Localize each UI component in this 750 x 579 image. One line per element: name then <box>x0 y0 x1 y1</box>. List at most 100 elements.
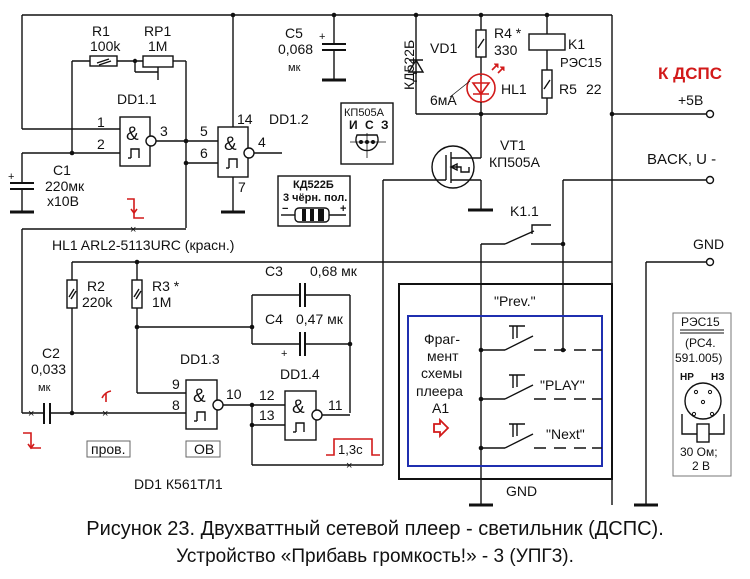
resistor-r1: R1 100k <box>71 23 143 153</box>
gate-dd1-3: DD1.3 & 9 8 10 <box>137 351 285 430</box>
svg-text:13: 13 <box>259 407 275 423</box>
capacitor-c2: × × C2 0,033 мк <box>22 345 186 450</box>
gate-dd1-2: & 5 6 4 14 7 DD1.2 <box>183 15 309 228</box>
capacitor-c1: + C1 220мк x10В <box>8 153 85 214</box>
diode-vd1: КД522Б VD1 <box>401 15 457 114</box>
r4-value: 330 <box>494 42 518 58</box>
switch-prev <box>478 325 602 353</box>
svg-text:И С З: И С З <box>349 118 390 132</box>
pulse-tag: 1,3с <box>326 438 380 457</box>
hl1-ref: HL1 <box>501 81 527 97</box>
connector-to-dsps: К ДСПС +5В BACK, U - GND <box>563 64 724 507</box>
feedback-wire: × <box>21 198 186 413</box>
svg-text:плеера: плеера <box>416 383 463 399</box>
svg-text:4: 4 <box>258 134 266 150</box>
relay-pinout-inset: РЭС15 (РС4. 591.005) НР НЗ 30 Ом; 2 В <box>672 312 732 477</box>
vt1-ref: VT1 <box>500 137 526 153</box>
rp1-ref: RP1 <box>144 23 171 39</box>
c3-value: 0,68 мк <box>310 263 358 279</box>
k1-ref: K1 <box>568 36 585 52</box>
terminal-back[interactable] <box>705 175 715 185</box>
svg-text:5: 5 <box>200 123 208 139</box>
led-hl1: HL1 6мА <box>430 63 527 114</box>
dd14-label: DD1.4 <box>280 366 320 382</box>
dd12-label: DD1.2 <box>269 111 309 127</box>
c4-ref: C4 <box>265 311 283 327</box>
switch-play <box>478 374 602 402</box>
r1-value: 100k <box>90 38 121 54</box>
c5-ref: C5 <box>285 25 303 41</box>
hl1-current: 6мА <box>430 92 457 108</box>
connector-title: К ДСПС <box>658 64 722 83</box>
svg-text:(РС4.: (РС4. <box>685 336 716 350</box>
svg-text:РЭС15: РЭС15 <box>681 315 720 329</box>
svg-text:&: & <box>292 397 305 418</box>
terminal-5v-label: +5В <box>678 92 703 108</box>
arrow-right-icon <box>433 417 450 439</box>
svg-text:НЗ: НЗ <box>711 372 725 383</box>
switch-next <box>478 423 602 451</box>
falling-edge-marker <box>127 198 135 212</box>
r5-ref: R5 <box>559 81 577 97</box>
r2-value: 220k <box>82 294 113 310</box>
gate-dd1-4: DD1.4 & × 12 13 11 <box>249 262 384 472</box>
svg-text:НР: НР <box>680 372 694 383</box>
hl1-part-label: HL1 ARL2-5113URC (красн.) <box>52 237 234 253</box>
relay-k1: K1 РЭС15 <box>528 15 602 70</box>
c2-ref: C2 <box>42 345 60 361</box>
pulse-marker <box>101 390 112 402</box>
terminal-back-label: BACK, U - <box>647 151 716 168</box>
svg-text:3: 3 <box>160 123 168 139</box>
r5-value: 22 <box>586 81 602 97</box>
terminal-5v[interactable] <box>705 109 715 119</box>
svg-text:2 В: 2 В <box>692 459 710 473</box>
svg-text:1: 1 <box>97 114 105 130</box>
r2-ref: R2 <box>87 278 105 294</box>
c1-voltage: x10В <box>47 193 79 209</box>
player-gnd: GND <box>469 483 537 507</box>
svg-text:Фраг-: Фраг- <box>424 331 460 347</box>
svg-text:−: − <box>282 203 288 215</box>
c5-unit: мк <box>288 62 301 74</box>
svg-text:11: 11 <box>328 397 343 413</box>
resistor-r3: R3 * 1M <box>131 262 252 393</box>
svg-text:&: & <box>126 124 139 145</box>
svg-text:GND: GND <box>506 483 537 499</box>
terminal-gnd-label: GND <box>693 236 724 252</box>
terminal-gnd[interactable] <box>705 257 715 267</box>
svg-text:КП505А: КП505А <box>344 107 385 119</box>
r3-ref: R3 * <box>152 278 180 294</box>
capacitor-c3: C3 0,68 мк <box>249 263 358 413</box>
resistor-r5: R5 22 <box>541 69 602 114</box>
transistor-vt1: VT1 КП505А <box>382 114 541 262</box>
k1-contact-ref: K1.1 <box>510 203 539 219</box>
svg-text:3 чёрн. пол.: 3 чёрн. пол. <box>283 192 347 204</box>
probe-tag: пров. <box>86 440 131 458</box>
c4-value: 0,47 мк <box>296 311 344 327</box>
svg-text:7: 7 <box>238 179 246 195</box>
svg-text:+: + <box>281 348 287 360</box>
svg-text:591.005): 591.005) <box>675 351 722 365</box>
button-next-label: "Next" <box>546 426 585 442</box>
button-play-label: "PLAY" <box>540 377 585 393</box>
diode-marking-inset: КД522Б 3 чёрн. пол. − + <box>277 175 351 227</box>
r1-ref: R1 <box>92 23 110 39</box>
r4-ref: R4 * <box>494 25 522 41</box>
falling-edge-marker-2 <box>23 432 41 449</box>
svg-text:&: & <box>224 134 237 155</box>
svg-text:пров.: пров. <box>91 441 125 457</box>
svg-text:10: 10 <box>226 386 242 402</box>
svg-text:А1: А1 <box>432 400 449 416</box>
potentiometer-rp1: RP1 1M <box>132 23 187 140</box>
svg-text:ОВ: ОВ <box>194 441 214 457</box>
k1-type: РЭС15 <box>560 55 602 70</box>
c1-value: 220мк <box>45 178 85 194</box>
svg-text:6: 6 <box>200 145 208 161</box>
ov-tag: ОВ <box>185 440 221 458</box>
svg-text:9: 9 <box>172 376 180 392</box>
resistor-r4: R4 * 330 <box>475 15 522 76</box>
capacitor-c5: + C5 0,068 мк <box>278 15 346 82</box>
svg-text:×: × <box>346 460 352 472</box>
svg-text:×: × <box>28 408 34 420</box>
